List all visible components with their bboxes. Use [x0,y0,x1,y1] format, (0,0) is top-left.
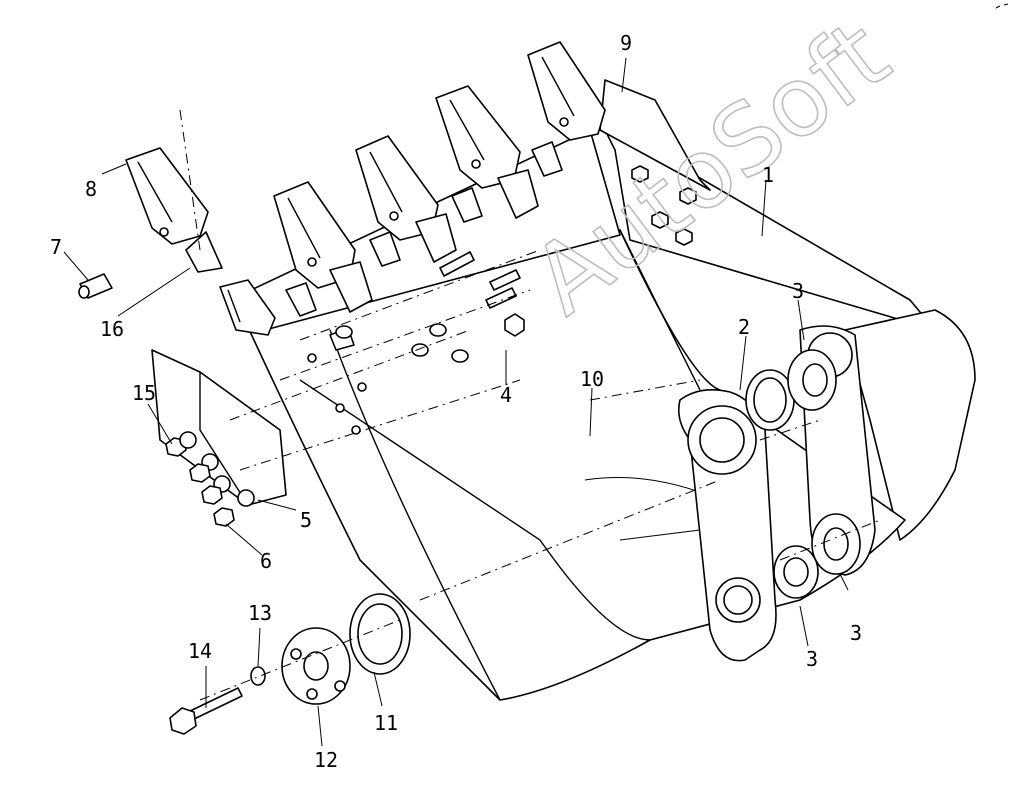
label-3-bottom: 3 [806,647,818,671]
corner-mark [995,3,1009,9]
bucket-body [151,79,976,701]
label-7: 7 [50,235,62,259]
label-11: 11 [374,711,398,735]
tooth-1 [219,279,276,336]
lower-hardware [169,593,411,735]
label-15: 15 [132,381,156,405]
label-1: 1 [762,163,774,187]
label-5: 5 [300,508,312,532]
tooth-5 [527,41,606,177]
part-labels: 1 2 3 3 3 4 5 6 7 8 9 10 11 12 13 14 15 … [50,31,862,772]
label-12: 12 [314,748,338,772]
label-13: 13 [248,601,272,625]
label-4: 4 [500,383,512,407]
label-6: 6 [260,549,272,573]
bucket-teeth [219,41,606,336]
label-9: 9 [620,31,632,55]
leader-lines [63,57,849,747]
label-16: 16 [100,317,124,341]
label-3-top: 3 [792,279,804,303]
edge-bolts [329,251,525,363]
tooth-4 [435,85,521,223]
tooth-2 [273,181,356,317]
label-3-right: 3 [850,621,862,645]
tooth-tip-detail [78,147,223,299]
bushings [745,349,861,599]
label-14: 14 [188,639,212,663]
label-8: 8 [85,177,97,201]
side-hardware [165,431,255,527]
center-lines [179,109,881,701]
label-10: 10 [580,367,604,391]
label-2: 2 [738,315,750,339]
